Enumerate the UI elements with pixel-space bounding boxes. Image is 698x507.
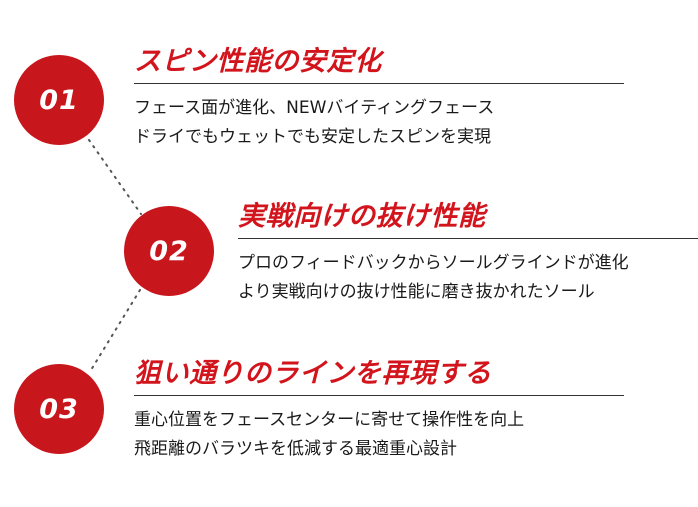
badge-number: 01 (39, 84, 79, 116)
description-line: プロのフィードバックからソールグラインドが進化 (238, 253, 629, 273)
feature-description: プロのフィードバックからソールグラインドが進化 より実戦向けの抜け性能に磨き抜か… (238, 249, 698, 307)
feature-item-2: 実戦向けの抜け性能 プロのフィードバックからソールグラインドが進化 より実戦向け… (238, 200, 698, 307)
number-badge-02: 02 (124, 206, 214, 296)
title-underline (134, 83, 624, 84)
feature-item-1: スピン性能の安定化 フェース面が進化、NEWバイティングフェース ドライでもウェ… (134, 45, 624, 152)
connector-1-2 (88, 139, 142, 215)
feature-description: フェース面が進化、NEWバイティングフェース ドライでもウェットでも安定したスピ… (134, 94, 624, 152)
number-badge-01: 01 (14, 55, 104, 145)
title-underline (134, 395, 624, 396)
description-line: より実戦向けの抜け性能に磨き抜かれたソール (238, 282, 595, 302)
badge-number: 02 (149, 235, 189, 267)
feature-title: 実戦向けの抜け性能 (238, 201, 486, 232)
description-line: フェース面が進化、NEWバイティングフェース (134, 98, 495, 118)
feature-description: 重心位置をフェースセンターに寄せて操作性を向上 飛距離のバラツキを低減する最適重… (134, 406, 624, 464)
description-line: 重心位置をフェースセンターに寄せて操作性を向上 (134, 410, 525, 430)
connector-2-3 (90, 289, 141, 371)
badge-number: 03 (39, 393, 79, 425)
description-line: ドライでもウェットでも安定したスピンを実現 (134, 127, 491, 147)
title-underline (238, 238, 698, 239)
feature-item-3: 狙い通りのラインを再現する 重心位置をフェースセンターに寄せて操作性を向上 飛距… (134, 357, 624, 464)
feature-title: スピン性能の安定化 (134, 46, 382, 77)
description-line: 飛距離のバラツキを低減する最適重心設計 (134, 439, 457, 459)
feature-title: 狙い通りのラインを再現する (134, 358, 492, 389)
number-badge-03: 03 (14, 364, 104, 454)
